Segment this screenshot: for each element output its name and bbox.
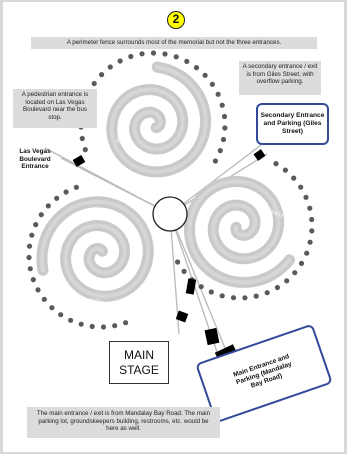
fence-post-dot bbox=[68, 317, 74, 323]
fence-post-dot bbox=[107, 64, 113, 70]
las-vegas-boulevard-entrance-label: Las Vegas Boulevard Entrance bbox=[19, 148, 51, 171]
fence-post-dot bbox=[100, 324, 107, 330]
main-stage: MAIN STAGE bbox=[109, 341, 169, 384]
fence-post-dot bbox=[298, 184, 304, 190]
fence-post-dot bbox=[184, 58, 190, 64]
fence-post-dot bbox=[298, 260, 305, 266]
memorial-site-plan: PATH PATH PATH 2 A perimeter fence surro… bbox=[3, 2, 344, 452]
pedestrian-entrance-note: A pedestrian entrance is located on Las … bbox=[13, 89, 97, 128]
walkway-line bbox=[169, 213, 226, 349]
fence-post-dot bbox=[242, 295, 248, 301]
fence-post-dot bbox=[58, 312, 64, 318]
fence-post-dot bbox=[181, 268, 187, 274]
fence-post-dot bbox=[220, 136, 227, 143]
secondary-entrance-note: A secondary entrance / exit is from Gile… bbox=[239, 61, 321, 95]
fence-post-dot bbox=[193, 65, 200, 71]
fence-post-dot bbox=[29, 232, 35, 238]
fence-post-dot bbox=[208, 289, 214, 295]
fence-post-dot bbox=[79, 135, 85, 142]
fence-post-dot bbox=[307, 205, 313, 211]
fence-post-dot bbox=[221, 113, 228, 120]
page-number-badge: 2 bbox=[167, 11, 185, 29]
fence-post-dot bbox=[202, 72, 208, 78]
fence-post-dot bbox=[209, 81, 215, 87]
fence-post-dot bbox=[35, 287, 41, 293]
fence-post-dot bbox=[41, 296, 47, 302]
fence-post-dot bbox=[230, 295, 237, 301]
walkway-line bbox=[60, 157, 171, 215]
fence-post-dot bbox=[128, 53, 134, 60]
black-block bbox=[175, 310, 189, 323]
path-label-bottom: PATH bbox=[89, 298, 104, 306]
fence-post-dot bbox=[309, 216, 315, 223]
black-block bbox=[185, 278, 197, 295]
black-block bbox=[72, 155, 86, 167]
fence-post-dot bbox=[173, 54, 179, 60]
fence-post-dot bbox=[78, 321, 84, 327]
fence-post-dot bbox=[54, 195, 60, 201]
black-block bbox=[253, 149, 266, 161]
spiral-path-highlight bbox=[109, 65, 208, 174]
fence-post-dot bbox=[82, 147, 88, 153]
fence-post-dot bbox=[222, 125, 228, 131]
fence-post-dot bbox=[99, 72, 105, 78]
fence-post-dot bbox=[304, 250, 310, 256]
main-entrance-parking-label: Main Entrance and Parking (Mandalay Bay … bbox=[232, 352, 293, 390]
fence-post-dot bbox=[264, 290, 270, 296]
fence-post-dot bbox=[33, 222, 39, 228]
triskele-spiral-paths bbox=[36, 61, 295, 302]
fence-post-dot bbox=[282, 167, 288, 173]
fence-post-dot bbox=[123, 320, 129, 326]
main-entrance-note: The main entrance / exit is from Mandala… bbox=[27, 407, 220, 438]
fence-post-dot bbox=[89, 323, 95, 330]
center-circle bbox=[152, 196, 188, 232]
fence-post-dot bbox=[112, 323, 118, 329]
fence-post-dot bbox=[273, 161, 279, 167]
fence-post-dot bbox=[291, 175, 297, 181]
fence-post-dot bbox=[139, 51, 145, 57]
fence-post-dot bbox=[45, 203, 51, 209]
fence-post-dot bbox=[215, 91, 221, 97]
fence-post-dot bbox=[63, 189, 69, 195]
fence-post-dot bbox=[91, 80, 97, 87]
fence-post-dot bbox=[49, 305, 55, 311]
fence-post-dot bbox=[307, 239, 313, 245]
fence-post-dot bbox=[30, 277, 36, 283]
fence-post-dot bbox=[303, 194, 309, 200]
fence-post-dot bbox=[162, 51, 168, 57]
black-block bbox=[204, 327, 220, 346]
fence-post-dot bbox=[150, 50, 157, 56]
fence-post-dot bbox=[274, 284, 280, 291]
fence-post-dot bbox=[198, 284, 204, 290]
spiral-path-highlight bbox=[187, 179, 292, 285]
walkway-line bbox=[169, 213, 180, 335]
fence-post-dot bbox=[253, 293, 259, 299]
fence-post-dot bbox=[292, 270, 298, 276]
fence-post-dot bbox=[27, 266, 33, 272]
fence-post-dot bbox=[219, 102, 225, 108]
fence-post-dot bbox=[73, 184, 79, 190]
fence-post-dot bbox=[284, 278, 290, 284]
perimeter-fence-note: A perimeter fence surrounds most of the … bbox=[31, 37, 317, 49]
fence-post-dot bbox=[219, 293, 225, 299]
fence-post-dot bbox=[175, 259, 181, 265]
fence-post-dot bbox=[117, 58, 123, 64]
path-label-top: PATH bbox=[116, 129, 124, 144]
walkway-line bbox=[169, 144, 262, 215]
fence-post-dot bbox=[217, 148, 223, 154]
path-label-right: PATH bbox=[268, 209, 283, 219]
fence-post-dot bbox=[38, 212, 44, 218]
fence-post-dot bbox=[26, 243, 33, 249]
fence-post-dot bbox=[26, 254, 32, 261]
fence-post-dot bbox=[212, 158, 218, 164]
secondary-entrance-parking-box: Secondary Entrance and Parking (Giles St… bbox=[256, 103, 329, 145]
fence-post-dot bbox=[309, 228, 315, 234]
spiral-path-highlight bbox=[39, 199, 151, 299]
